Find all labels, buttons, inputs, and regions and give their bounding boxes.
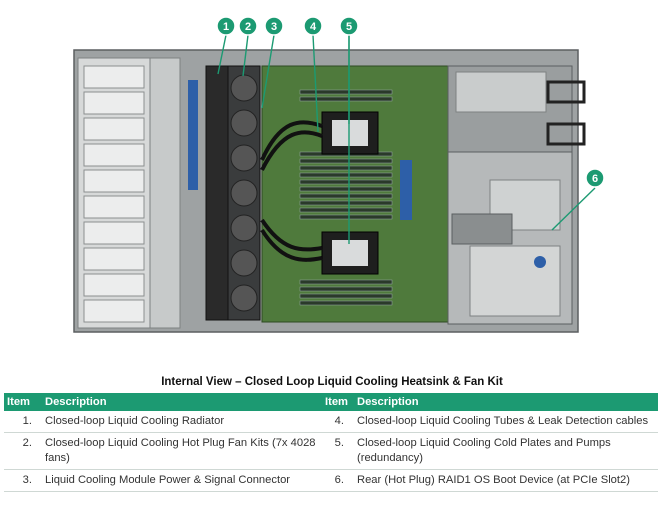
- description-header: Description: [42, 393, 322, 411]
- callout-6: 6: [585, 168, 605, 188]
- item-description: Closed-loop Liquid Cooling Radiator: [42, 411, 322, 433]
- cold-plates: [321, 111, 379, 275]
- pcie-riser: [447, 151, 573, 325]
- power-supplies: [447, 65, 586, 153]
- blue-connector: [400, 160, 412, 220]
- item-number: 1.: [4, 411, 42, 433]
- svg-text:3: 3: [271, 21, 277, 33]
- svg-text:5: 5: [346, 21, 352, 33]
- table-row: 1. Closed-loop Liquid Cooling Radiator 4…: [4, 411, 658, 433]
- callout-1: 1: [216, 16, 236, 36]
- svg-text:6: 6: [592, 173, 598, 185]
- description-header: Description: [354, 393, 658, 411]
- item-header: Item: [4, 393, 42, 411]
- table-header-row: Item Description Item Description: [4, 393, 658, 411]
- fan-kit: [227, 65, 261, 321]
- svg-text:2: 2: [245, 21, 251, 33]
- backplane: [149, 57, 181, 329]
- item-description: Closed-loop Liquid Cooling Cold Plates a…: [354, 432, 658, 470]
- item-number: 3.: [4, 469, 42, 492]
- item-number: 4.: [322, 411, 354, 433]
- item-number: 2.: [4, 432, 42, 470]
- callout-2: 2: [238, 16, 258, 36]
- callout-3: 3: [264, 16, 284, 36]
- item-description: Closed-loop Liquid Cooling Tubes & Leak …: [354, 411, 658, 433]
- blue-latch: [188, 80, 198, 190]
- svg-text:1: 1: [223, 21, 229, 33]
- item-description: Closed-loop Liquid Cooling Hot Plug Fan …: [42, 432, 322, 470]
- cooling-tubes: [260, 120, 323, 262]
- svg-text:4: 4: [310, 21, 317, 33]
- server-internal-view-figure: 1 2 3 4 5 6: [73, 16, 605, 333]
- item-number: 6.: [322, 469, 354, 492]
- figure-caption: Internal View – Closed Loop Liquid Cooli…: [161, 376, 503, 388]
- item-header: Item: [322, 393, 354, 411]
- item-description: Rear (Hot Plug) RAID1 OS Boot Device (at…: [354, 469, 658, 492]
- callout-5: 5: [339, 16, 359, 36]
- callout-4: 4: [303, 16, 323, 36]
- item-description: Liquid Cooling Module Power & Signal Con…: [42, 469, 322, 492]
- front-drive-bays: [77, 57, 151, 329]
- table-row: 3. Liquid Cooling Module Power & Signal …: [4, 469, 658, 492]
- items-table: Item Description Item Description 1. Clo…: [4, 393, 658, 492]
- table-row: 2. Closed-loop Liquid Cooling Hot Plug F…: [4, 432, 658, 470]
- radiator: [205, 65, 229, 321]
- item-number: 5.: [322, 432, 354, 470]
